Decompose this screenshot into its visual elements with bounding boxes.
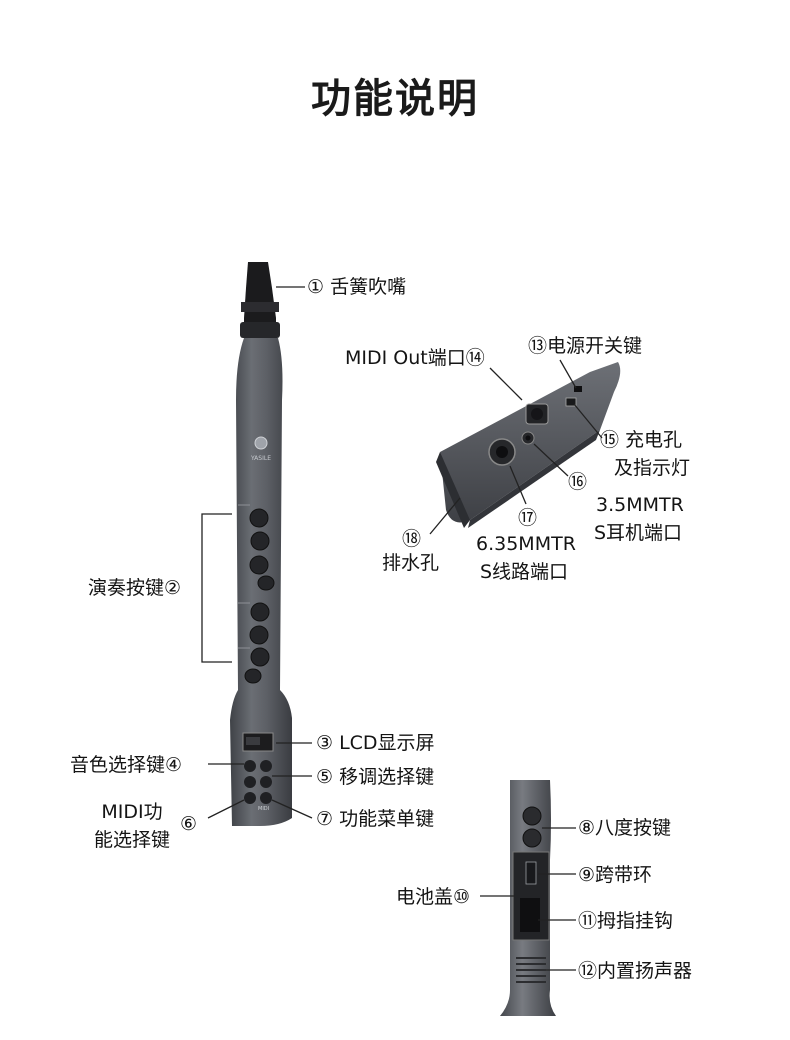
label-lineout-num: ⑰ <box>518 507 538 529</box>
label-midi-key-line2: 能选择键 <box>93 829 170 851</box>
label-headphone-num: ⑯ <box>568 471 588 493</box>
label-midi-key-num: ⑥ <box>180 813 198 835</box>
mouthpiece-ring <box>241 302 279 312</box>
strap-ring <box>525 861 537 885</box>
label-play-keys: 演奏按键② <box>88 577 182 599</box>
label-thumb-hook: ⑪拇指挂钩 <box>578 910 674 932</box>
label-battery-cover: 电池盖⑩ <box>396 886 471 908</box>
label-midi-out: MIDI Out端口⑭ <box>345 347 485 369</box>
function-buttons <box>244 760 272 804</box>
charge-port <box>565 397 577 407</box>
instrument-main: YASILE MIDI <box>230 262 292 826</box>
power-switch <box>574 386 582 392</box>
thumb-hook <box>520 898 540 932</box>
label-menu-key: ⑦ 功能菜单键 <box>316 808 435 830</box>
speaker-grille <box>516 957 546 983</box>
label-charge-line1: ⑮ 充电孔 <box>600 429 683 451</box>
octave-key-lower <box>522 828 542 848</box>
label-midi-key-line1: MIDI功 <box>101 801 163 823</box>
brand-logo-icon <box>254 436 268 450</box>
port-detail-view <box>436 362 621 528</box>
label-tone-key: 音色选择键④ <box>70 754 183 776</box>
leader-lines <box>201 286 603 971</box>
label-lineout-line1: 6.35MMTR <box>476 533 576 555</box>
back-detail-view <box>500 780 556 1016</box>
label-transpose-key: ⑤ 移调选择键 <box>316 766 435 788</box>
page-title: 功能说明 <box>311 76 479 122</box>
label-octave-key: ⑧八度按键 <box>578 817 672 839</box>
label-lcd: ③ LCD显示屏 <box>316 732 435 754</box>
label-headphone-line1: 3.5MMTR <box>596 494 684 516</box>
label-drain-num: ⑱ <box>402 528 422 550</box>
label-mouthpiece: ① 舌簧吹嘴 <box>307 276 407 298</box>
octave-key-upper <box>522 806 542 826</box>
label-speaker: ⑫内置扬声器 <box>578 960 693 982</box>
label-lineout-line2: S线路端口 <box>480 561 569 583</box>
play-keys <box>244 508 275 684</box>
brand-text: YASILE <box>250 455 271 462</box>
label-drain-hole: 排水孔 <box>382 552 440 574</box>
label-headphone-line2: S耳机端口 <box>594 522 683 544</box>
label-charge-line2: 及指示灯 <box>614 457 691 479</box>
mouthpiece <box>244 262 276 338</box>
svg-text:MIDI: MIDI <box>258 806 269 812</box>
label-power-switch: ⑬电源开关键 <box>528 335 643 357</box>
label-strap-ring: ⑨跨带环 <box>578 864 653 886</box>
